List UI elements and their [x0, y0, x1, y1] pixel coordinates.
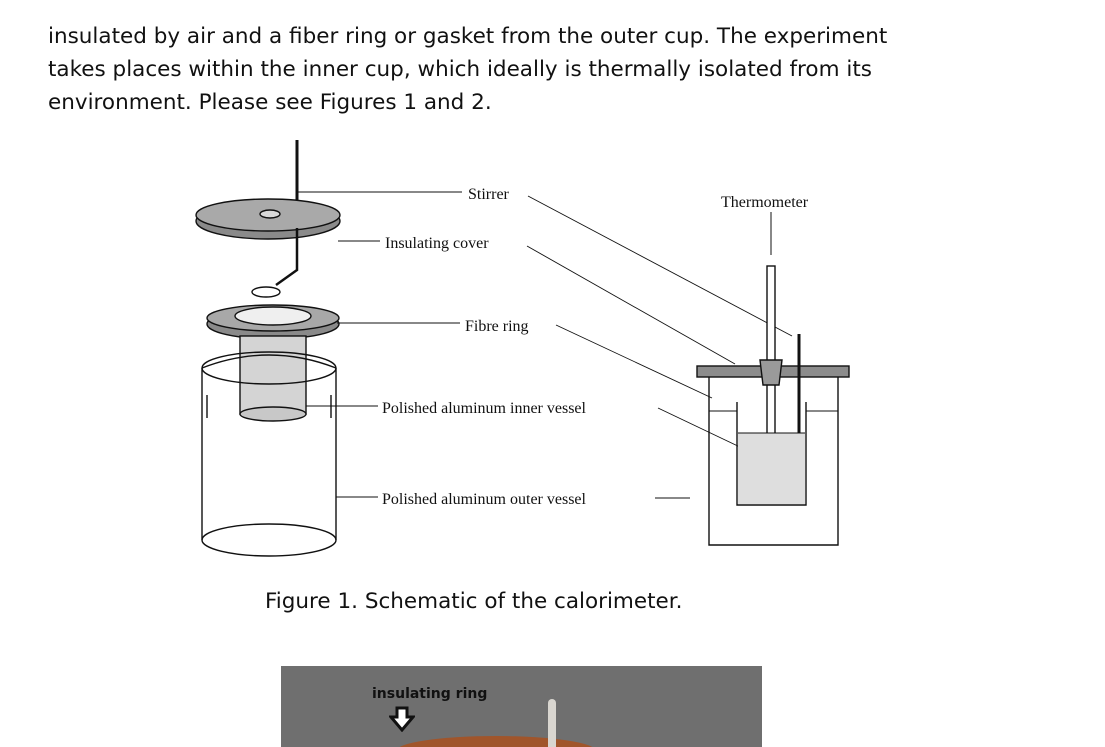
label-inner-vessel: Polished aluminum inner vessel — [382, 400, 587, 417]
label-fibre-ring: Fibre ring — [465, 318, 529, 335]
label-stirrer: Stirrer — [468, 186, 510, 203]
down-arrow-icon — [389, 706, 415, 732]
label-thermometer: Thermometer — [721, 194, 809, 211]
label-outer-vessel: Polished aluminum outer vessel — [382, 491, 587, 508]
insulating-ring-label: insulating ring — [372, 686, 488, 702]
figure-2-photo: insulating ring — [281, 666, 762, 747]
paragraph-line: takes places within the inner cup, which… — [48, 57, 872, 82]
figure-1-caption: Figure 1. Schematic of the calorimeter. — [265, 589, 683, 614]
paragraph-line: environment. Please see Figures 1 and 2. — [48, 90, 492, 115]
paragraph-line: insulated by air and a fiber ring or gas… — [48, 24, 888, 49]
copper-vessel — [396, 736, 596, 747]
body-paragraph: insulated by air and a fiber ring or gas… — [48, 20, 1048, 119]
stirrer-rod — [548, 699, 556, 747]
label-insulating-cover: Insulating cover — [385, 235, 489, 252]
calorimeter-schematic: Stirrer Insulating cover Fibre ring Poli… — [195, 140, 850, 557]
